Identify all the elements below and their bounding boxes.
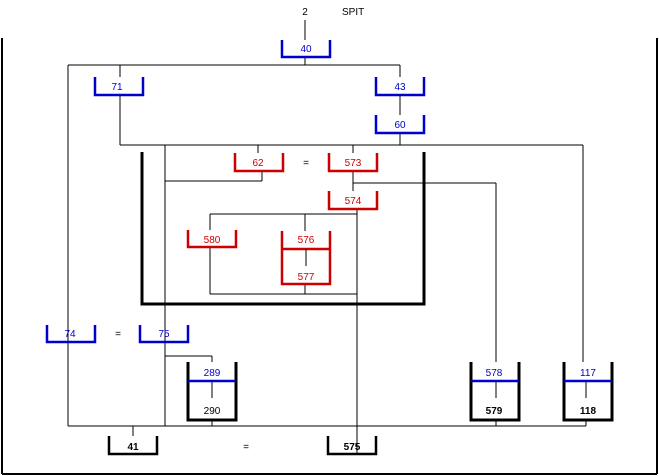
node-71[interactable]: 71 [93,77,145,97]
svg-text:577: 577 [298,272,315,283]
equals-sign-41-575: = [243,442,249,453]
svg-text:71: 71 [111,82,123,93]
svg-text:578: 578 [486,368,503,379]
svg-text:289: 289 [204,368,221,379]
svg-text:43: 43 [394,82,406,93]
node-62[interactable]: 62 [233,153,285,173]
connector-lines [67,20,587,454]
svg-text:74: 74 [64,329,76,340]
node-573[interactable]: 573 [327,153,379,173]
node-40[interactable]: 40 [280,40,332,59]
equals-sign-62-573: = [303,158,309,169]
equals-sign-74-75: = [115,329,121,340]
svg-text:41: 41 [127,442,139,453]
central-bracket [140,152,426,306]
svg-text:574: 574 [345,196,362,207]
node-578-579[interactable]: 578 579 [469,362,521,422]
svg-text:118: 118 [580,406,597,417]
node-575[interactable]: 575 [326,436,378,456]
node-289-290[interactable]: 289 290 [186,362,238,422]
header-number: 2 [302,7,308,18]
node-43[interactable]: 43 [374,77,426,97]
svg-text:579: 579 [486,406,503,417]
node-75[interactable]: 75 [138,325,190,344]
svg-text:40: 40 [300,44,312,55]
node-41[interactable]: 41 [107,436,159,456]
svg-text:575: 575 [344,442,361,453]
node-74[interactable]: 74 [45,325,97,344]
node-580[interactable]: 580 [186,230,238,249]
svg-text:576: 576 [298,235,315,246]
svg-text:580: 580 [204,235,221,246]
svg-text:75: 75 [158,329,170,340]
node-574[interactable]: 574 [327,191,379,211]
svg-text:62: 62 [252,158,264,169]
svg-text:573: 573 [345,158,362,169]
svg-text:290: 290 [204,406,221,417]
header-title: SPIT [342,7,364,18]
node-60[interactable]: 60 [374,115,426,135]
node-117-118[interactable]: 117 118 [562,362,614,422]
svg-text:117: 117 [580,368,596,379]
outer-frame [1,38,658,475]
node-576-577[interactable]: 576 577 [280,231,332,286]
svg-text:60: 60 [394,120,406,131]
